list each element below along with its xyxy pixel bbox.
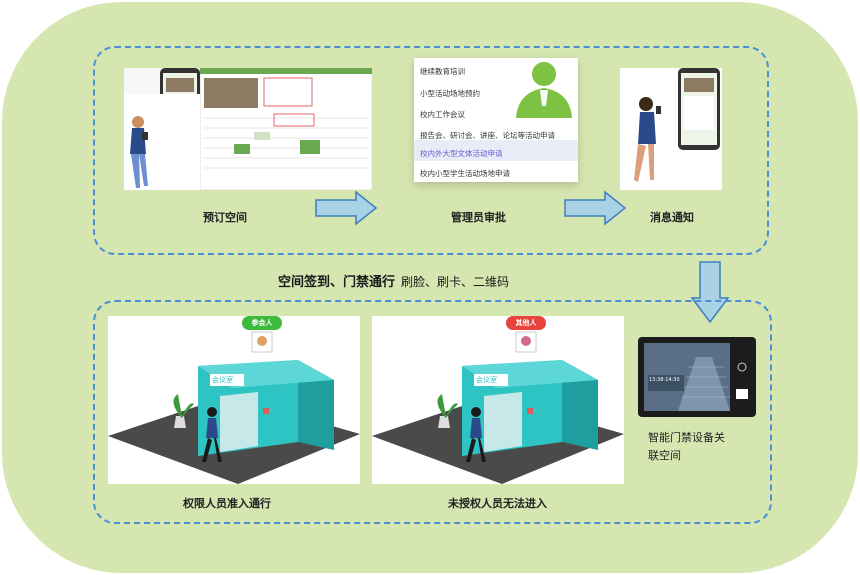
checkin-title: 空间签到、门禁通行刷脸、刷卡、二维码 bbox=[278, 271, 509, 290]
arrow-right-icon bbox=[315, 190, 378, 226]
device-time: 13:38-14:30 bbox=[649, 377, 680, 383]
menu-item[interactable]: 校内工作会议 bbox=[420, 110, 465, 119]
menu-item[interactable]: 校内外大型文体活动申请 bbox=[420, 149, 503, 158]
notification-phone-illustration bbox=[634, 68, 720, 182]
menu-item[interactable]: 校内小型学生活动场地申请 bbox=[420, 169, 510, 178]
allowed-caption: 权限人员准入通行 bbox=[183, 497, 271, 510]
booking-workflow-group bbox=[93, 46, 769, 255]
access-device: 13:38-14:30 bbox=[638, 337, 756, 417]
approval-menu: 继续教育培训 小型活动场地预约 校内工作会议 报告会、研讨会、讲座、论坛等活动申… bbox=[414, 58, 578, 182]
denied-caption: 未授权人员无法进入 bbox=[448, 497, 547, 510]
denied-tag: 其他人 bbox=[515, 319, 537, 327]
device-caption-line1: 智能门禁设备关 bbox=[648, 431, 725, 444]
room-sign: 会议室 bbox=[476, 376, 497, 384]
step-approve-label: 管理员审批 bbox=[451, 211, 506, 224]
device-caption-line2: 联空间 bbox=[648, 449, 681, 462]
menu-item[interactable]: 报告会、研讨会、讲座、论坛等活动申请 bbox=[420, 131, 555, 140]
allowed-scene: 参会人 会议室 bbox=[108, 316, 360, 484]
booking-screenshot bbox=[124, 67, 373, 191]
menu-item[interactable]: 小型活动场地预约 bbox=[420, 89, 480, 98]
notification-illustration bbox=[620, 68, 722, 190]
checkin-title-text: 空间签到、门禁通行 bbox=[278, 275, 396, 290]
device-screen bbox=[644, 343, 748, 411]
allowed-scene-illustration bbox=[108, 316, 360, 484]
arrow-right-icon bbox=[564, 190, 627, 226]
room-sign: 会议室 bbox=[212, 376, 233, 384]
admin-user-icon bbox=[516, 62, 572, 118]
allowed-tag: 参会人 bbox=[251, 319, 273, 327]
access-control-group bbox=[93, 300, 772, 524]
menu-item[interactable]: 继续教育培训 bbox=[420, 67, 465, 76]
denied-scene: 其他人 会议室 bbox=[372, 316, 624, 484]
denied-scene-illustration bbox=[372, 316, 624, 484]
booking-illustration bbox=[124, 67, 373, 191]
step-notify-label: 消息通知 bbox=[650, 211, 694, 224]
checkin-methods: 刷脸、刷卡、二维码 bbox=[401, 275, 510, 289]
step-book-label: 预订空间 bbox=[203, 211, 247, 224]
arrow-down-icon bbox=[690, 261, 730, 324]
